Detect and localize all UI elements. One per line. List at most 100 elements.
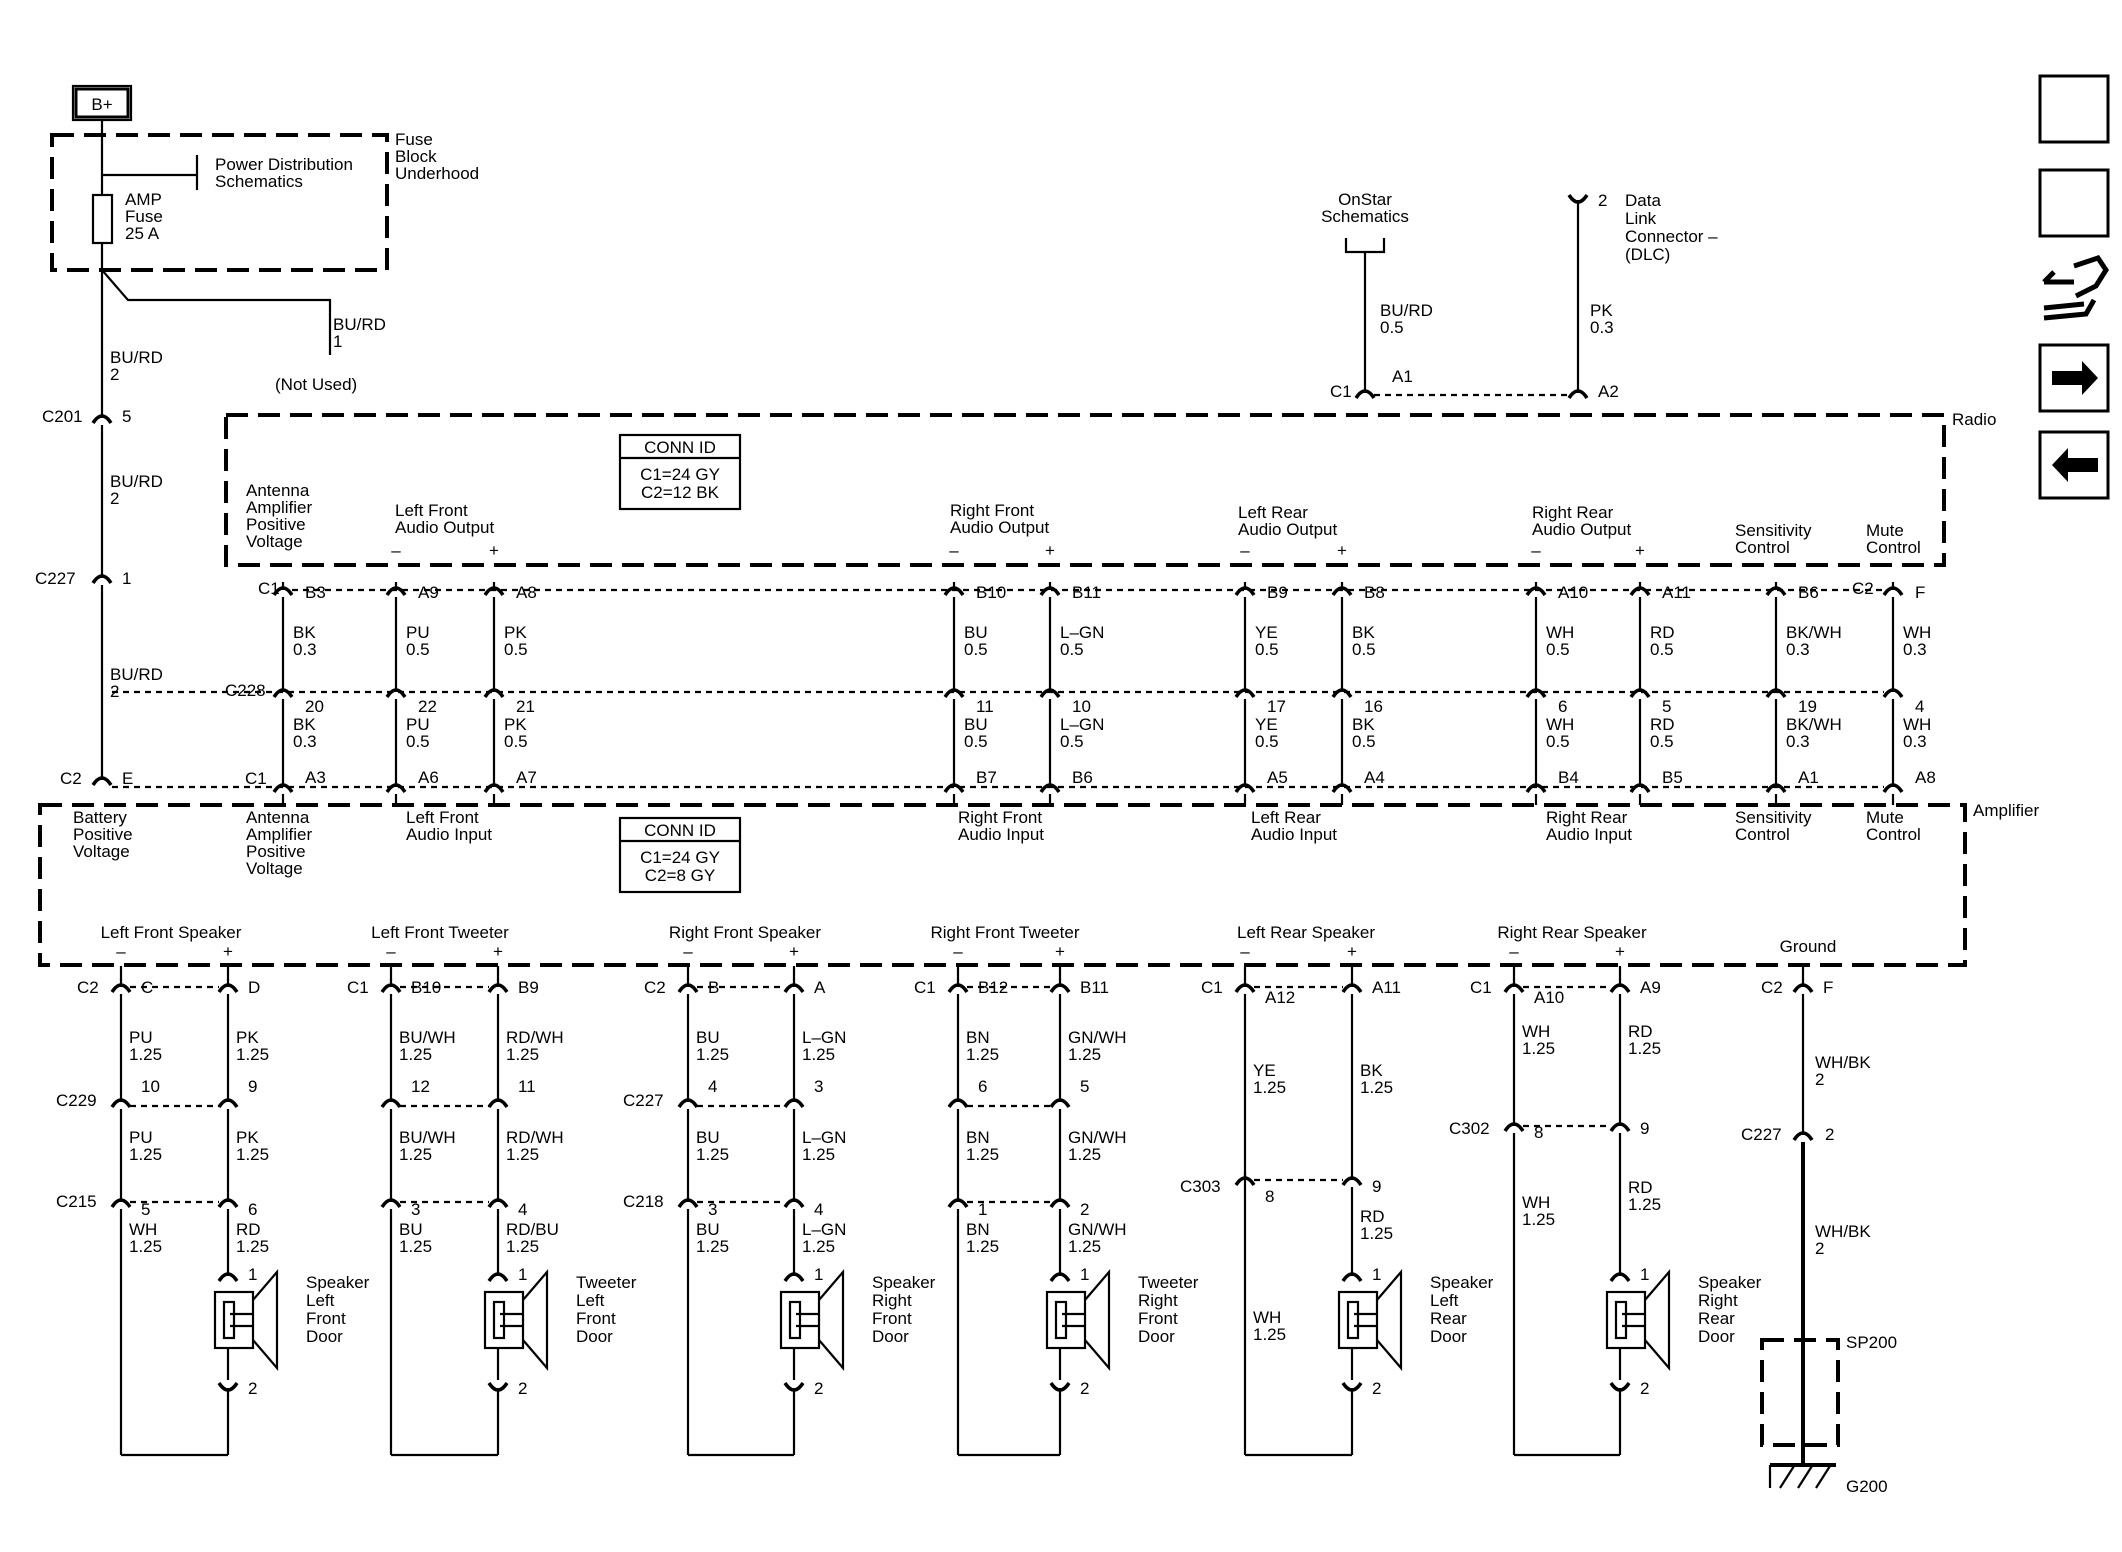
label: C2 [1852,579,1874,598]
label-line: WH [1522,1022,1550,1041]
label-line: WH [1903,715,1931,734]
label-line: 1.25 [399,1145,432,1164]
label-line: Left [306,1291,335,1310]
amp-pin: A1 [1798,768,1819,787]
label: 2 [1598,191,1607,210]
radio-pin: A11 [1662,583,1691,602]
label: 4 [708,1077,717,1096]
splice-conn-label: C227 [623,1091,664,1110]
ground-label: Ground [1780,937,1837,956]
label: + [1615,942,1625,961]
speaker-left-rear-box [1337,1290,1379,1350]
label: A [814,978,826,997]
label-line: BK [293,623,316,642]
label: B11 [1080,978,1109,997]
label-line: Tweeter [1138,1273,1199,1292]
label-line: RD [236,1220,261,1239]
label-line: 1.25 [1068,1045,1101,1064]
label-line: Door [872,1327,909,1346]
label-line: 0.3 [293,640,317,659]
c228-pin: 16 [1364,697,1383,716]
label-line: Rear [1698,1309,1735,1328]
label-line: 1.25 [966,1145,999,1164]
speaker-left-rear-cone [1376,1269,1403,1371]
radio-pin: B11 [1072,583,1101,602]
label-line: 0.5 [964,732,988,751]
label-line: Tweeter [576,1273,637,1292]
label-line: 1.25 [506,1045,539,1064]
label-line: WH [1522,1193,1550,1212]
label-line: 1.25 [236,1145,269,1164]
amp-connid-box [618,816,742,894]
label-line: Fuse [125,207,163,226]
arrow-left-icon[interactable] [2052,448,2098,482]
label-line: BU/RD [333,315,386,334]
label-line: Voltage [246,859,303,878]
speaker-3-core [1062,1312,1084,1328]
amp-pin: B7 [976,768,997,787]
label-line: Right [1138,1291,1178,1310]
label-line: WH [1903,623,1931,642]
connector-view-icon[interactable] [2042,255,2109,321]
label: A9 [1640,978,1661,997]
label-line: Speaker [1698,1273,1762,1292]
c228-pin: 19 [1798,697,1817,716]
power-dist-tap [102,155,199,190]
arrow-right-icon[interactable] [2052,361,2098,395]
label-line: Left [1430,1291,1459,1310]
radio-pin: B3 [305,583,326,602]
label-line: RD [1650,623,1675,642]
label-line: Positive [246,515,306,534]
speaker-1-cone [522,1269,549,1371]
label-line: 1 [333,332,342,351]
label-line: Right Rear [1532,503,1614,522]
label-line: OnStar [1338,190,1392,209]
amp-output-label: Right Rear Speaker [1497,923,1647,942]
label-line: Amplifier [246,825,312,844]
label-line: Rear [1430,1309,1467,1328]
label-line: Link [1625,209,1657,228]
splice-conn-label: C215 [56,1192,97,1211]
label: C1 [1470,978,1492,997]
label-line: Control [1866,825,1921,844]
label-line: BN [966,1220,990,1239]
radio-box [224,413,1946,567]
label-line: 1.25 [236,1237,269,1256]
label: C1 [245,769,267,788]
label-line: 1.25 [1253,1325,1286,1344]
sidebar-icons[interactable] [2038,74,2110,500]
label-line: 1.25 [506,1237,539,1256]
label-line: 0.5 [1255,640,1279,659]
loc-button[interactable] [2038,74,2110,144]
label-line: 0.5 [1650,640,1674,659]
speaker-right-rear-coil [1614,1300,1628,1340]
label-line: Amplifier [246,498,312,517]
label-line: Data [1625,191,1661,210]
bplus-label: B+ [91,95,112,114]
label-line: Front [872,1309,912,1328]
label-line: RD [1628,1178,1653,1197]
label-line: 0.3 [1590,318,1614,337]
label-line: Schematics [215,172,303,191]
label-line: 1.25 [802,1237,835,1256]
label-line: BU/WH [399,1028,456,1047]
label-line: 2 [1815,1239,1824,1258]
label-line: Underhood [395,164,479,183]
label: B [708,978,719,997]
label-line: Audio Input [1546,825,1632,844]
label-line: 1.25 [1068,1145,1101,1164]
label-line: BU [964,715,988,734]
label-line: L–GN [1060,623,1104,642]
label-line: YE [1255,715,1278,734]
label-line: 1.25 [1068,1237,1101,1256]
sp200-box [1760,1338,1840,1447]
label-line: Right Front [958,808,1042,827]
label-line: Schematics [1321,207,1409,226]
desc-button[interactable] [2038,168,2110,238]
label: + [489,541,499,560]
amp-pin: A7 [516,768,537,787]
label-line: 1.25 [129,1045,162,1064]
c228-pin: 10 [1072,697,1091,716]
label: 3 [411,1200,420,1219]
label-line: PU [406,623,430,642]
